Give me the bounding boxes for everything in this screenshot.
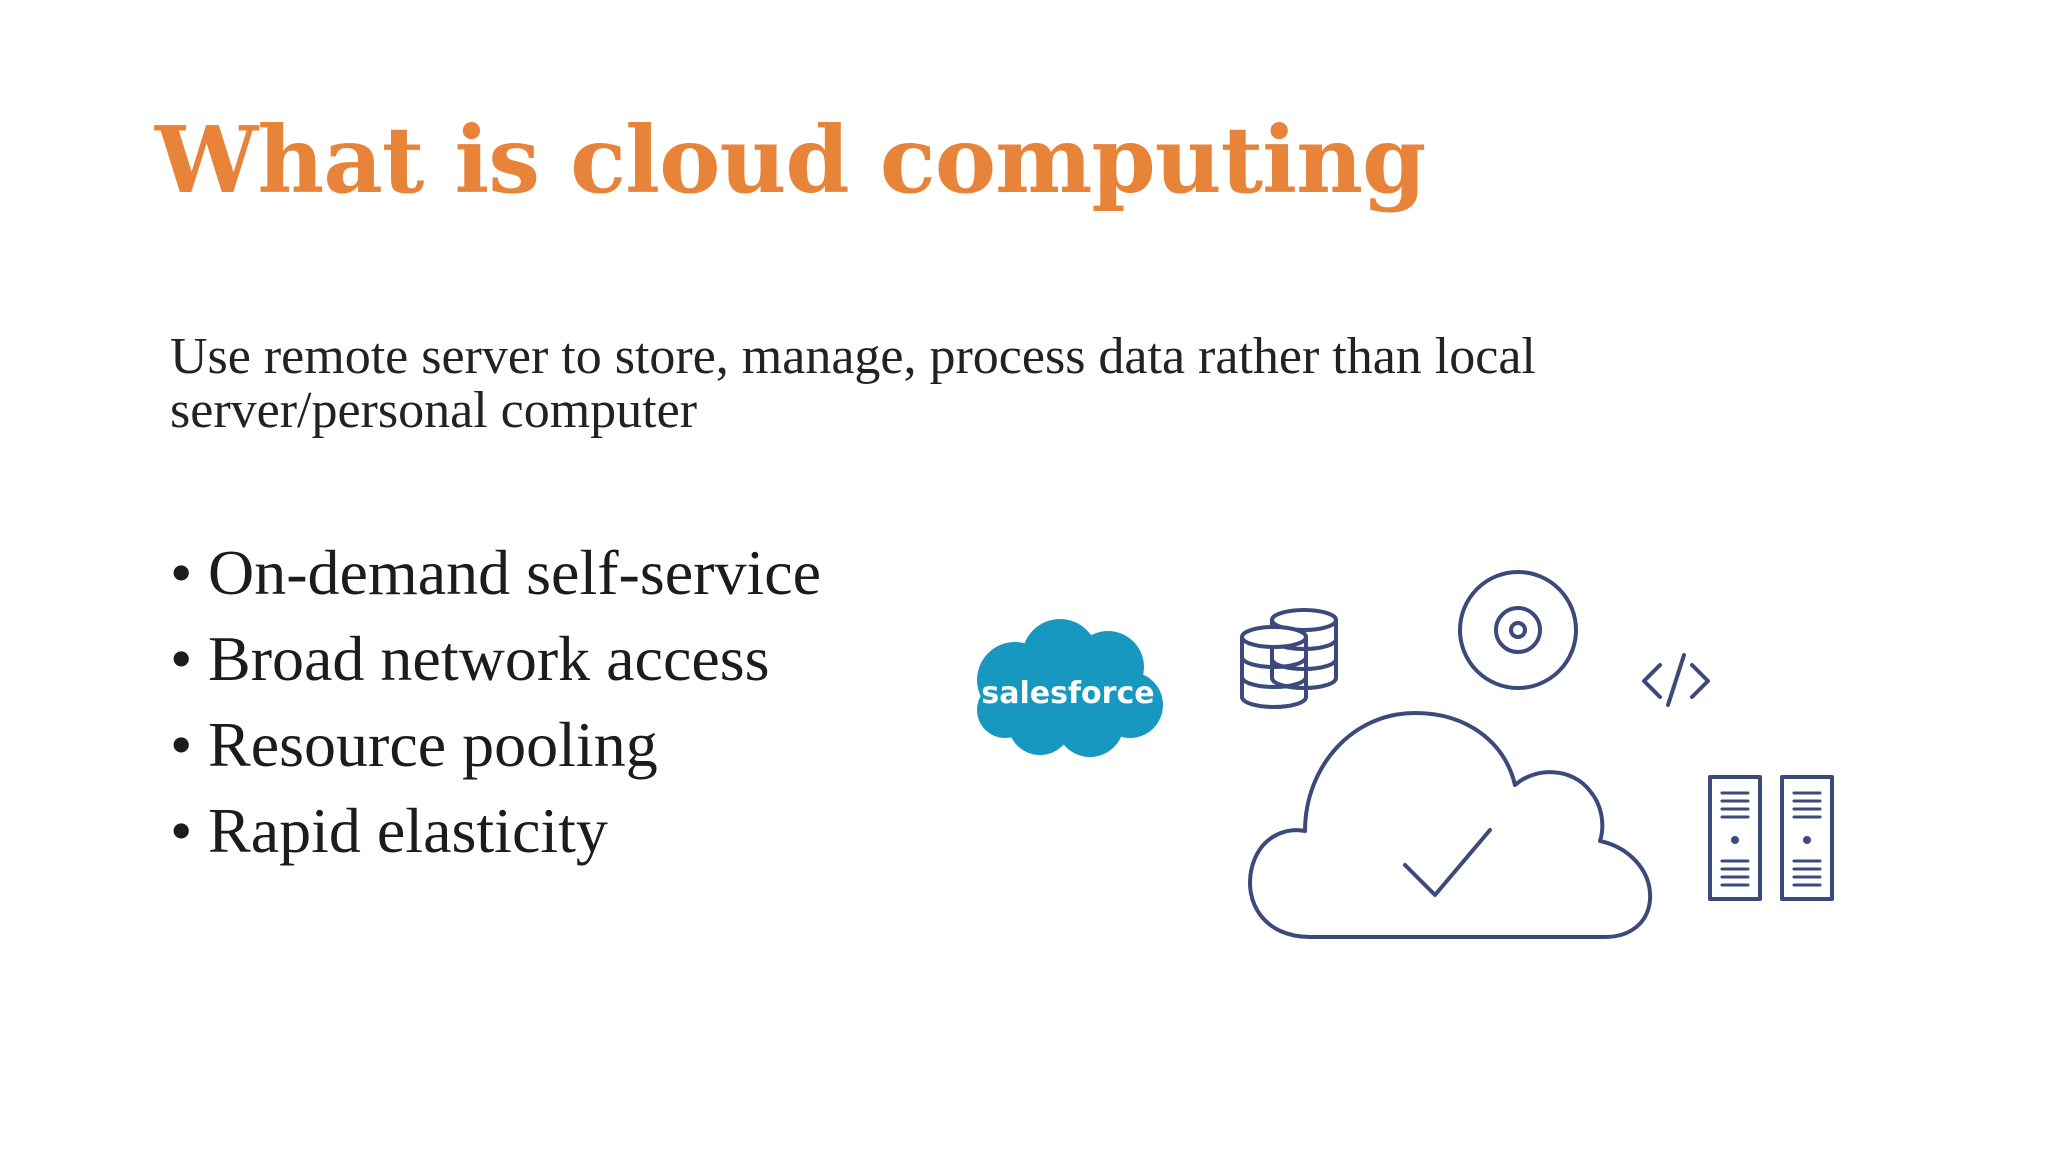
bullet-item: •Rapid elasticity	[170, 788, 821, 874]
salesforce-logo-text: salesforce	[981, 676, 1154, 711]
bullet-text: Rapid elasticity	[208, 795, 608, 866]
code-icon	[1642, 653, 1710, 707]
bullet-item: •On-demand self-service	[170, 530, 821, 616]
disc-icon	[1458, 570, 1578, 690]
slide-description: Use remote server to store, manage, proc…	[170, 328, 1536, 439]
bullet-dot: •	[170, 623, 193, 694]
bullet-dot: •	[170, 795, 193, 866]
slide-title: What is cloud computing	[155, 106, 1426, 214]
bullet-list: •On-demand self-service •Broad network a…	[170, 530, 821, 874]
bullet-item: •Resource pooling	[170, 702, 821, 788]
salesforce-logo: salesforce	[977, 619, 1163, 757]
bullet-dot: •	[170, 537, 193, 608]
cloud-check-icon	[1248, 711, 1653, 939]
bullet-dot: •	[170, 709, 193, 780]
server-rack-icon	[1708, 775, 1834, 901]
bullet-text: On-demand self-service	[208, 537, 822, 608]
bullet-text: Resource pooling	[208, 709, 658, 780]
database-icon	[1240, 608, 1338, 709]
bullet-text: Broad network access	[208, 623, 770, 694]
bullet-item: •Broad network access	[170, 616, 821, 702]
cloud-illustration: salesforce	[977, 570, 1834, 939]
